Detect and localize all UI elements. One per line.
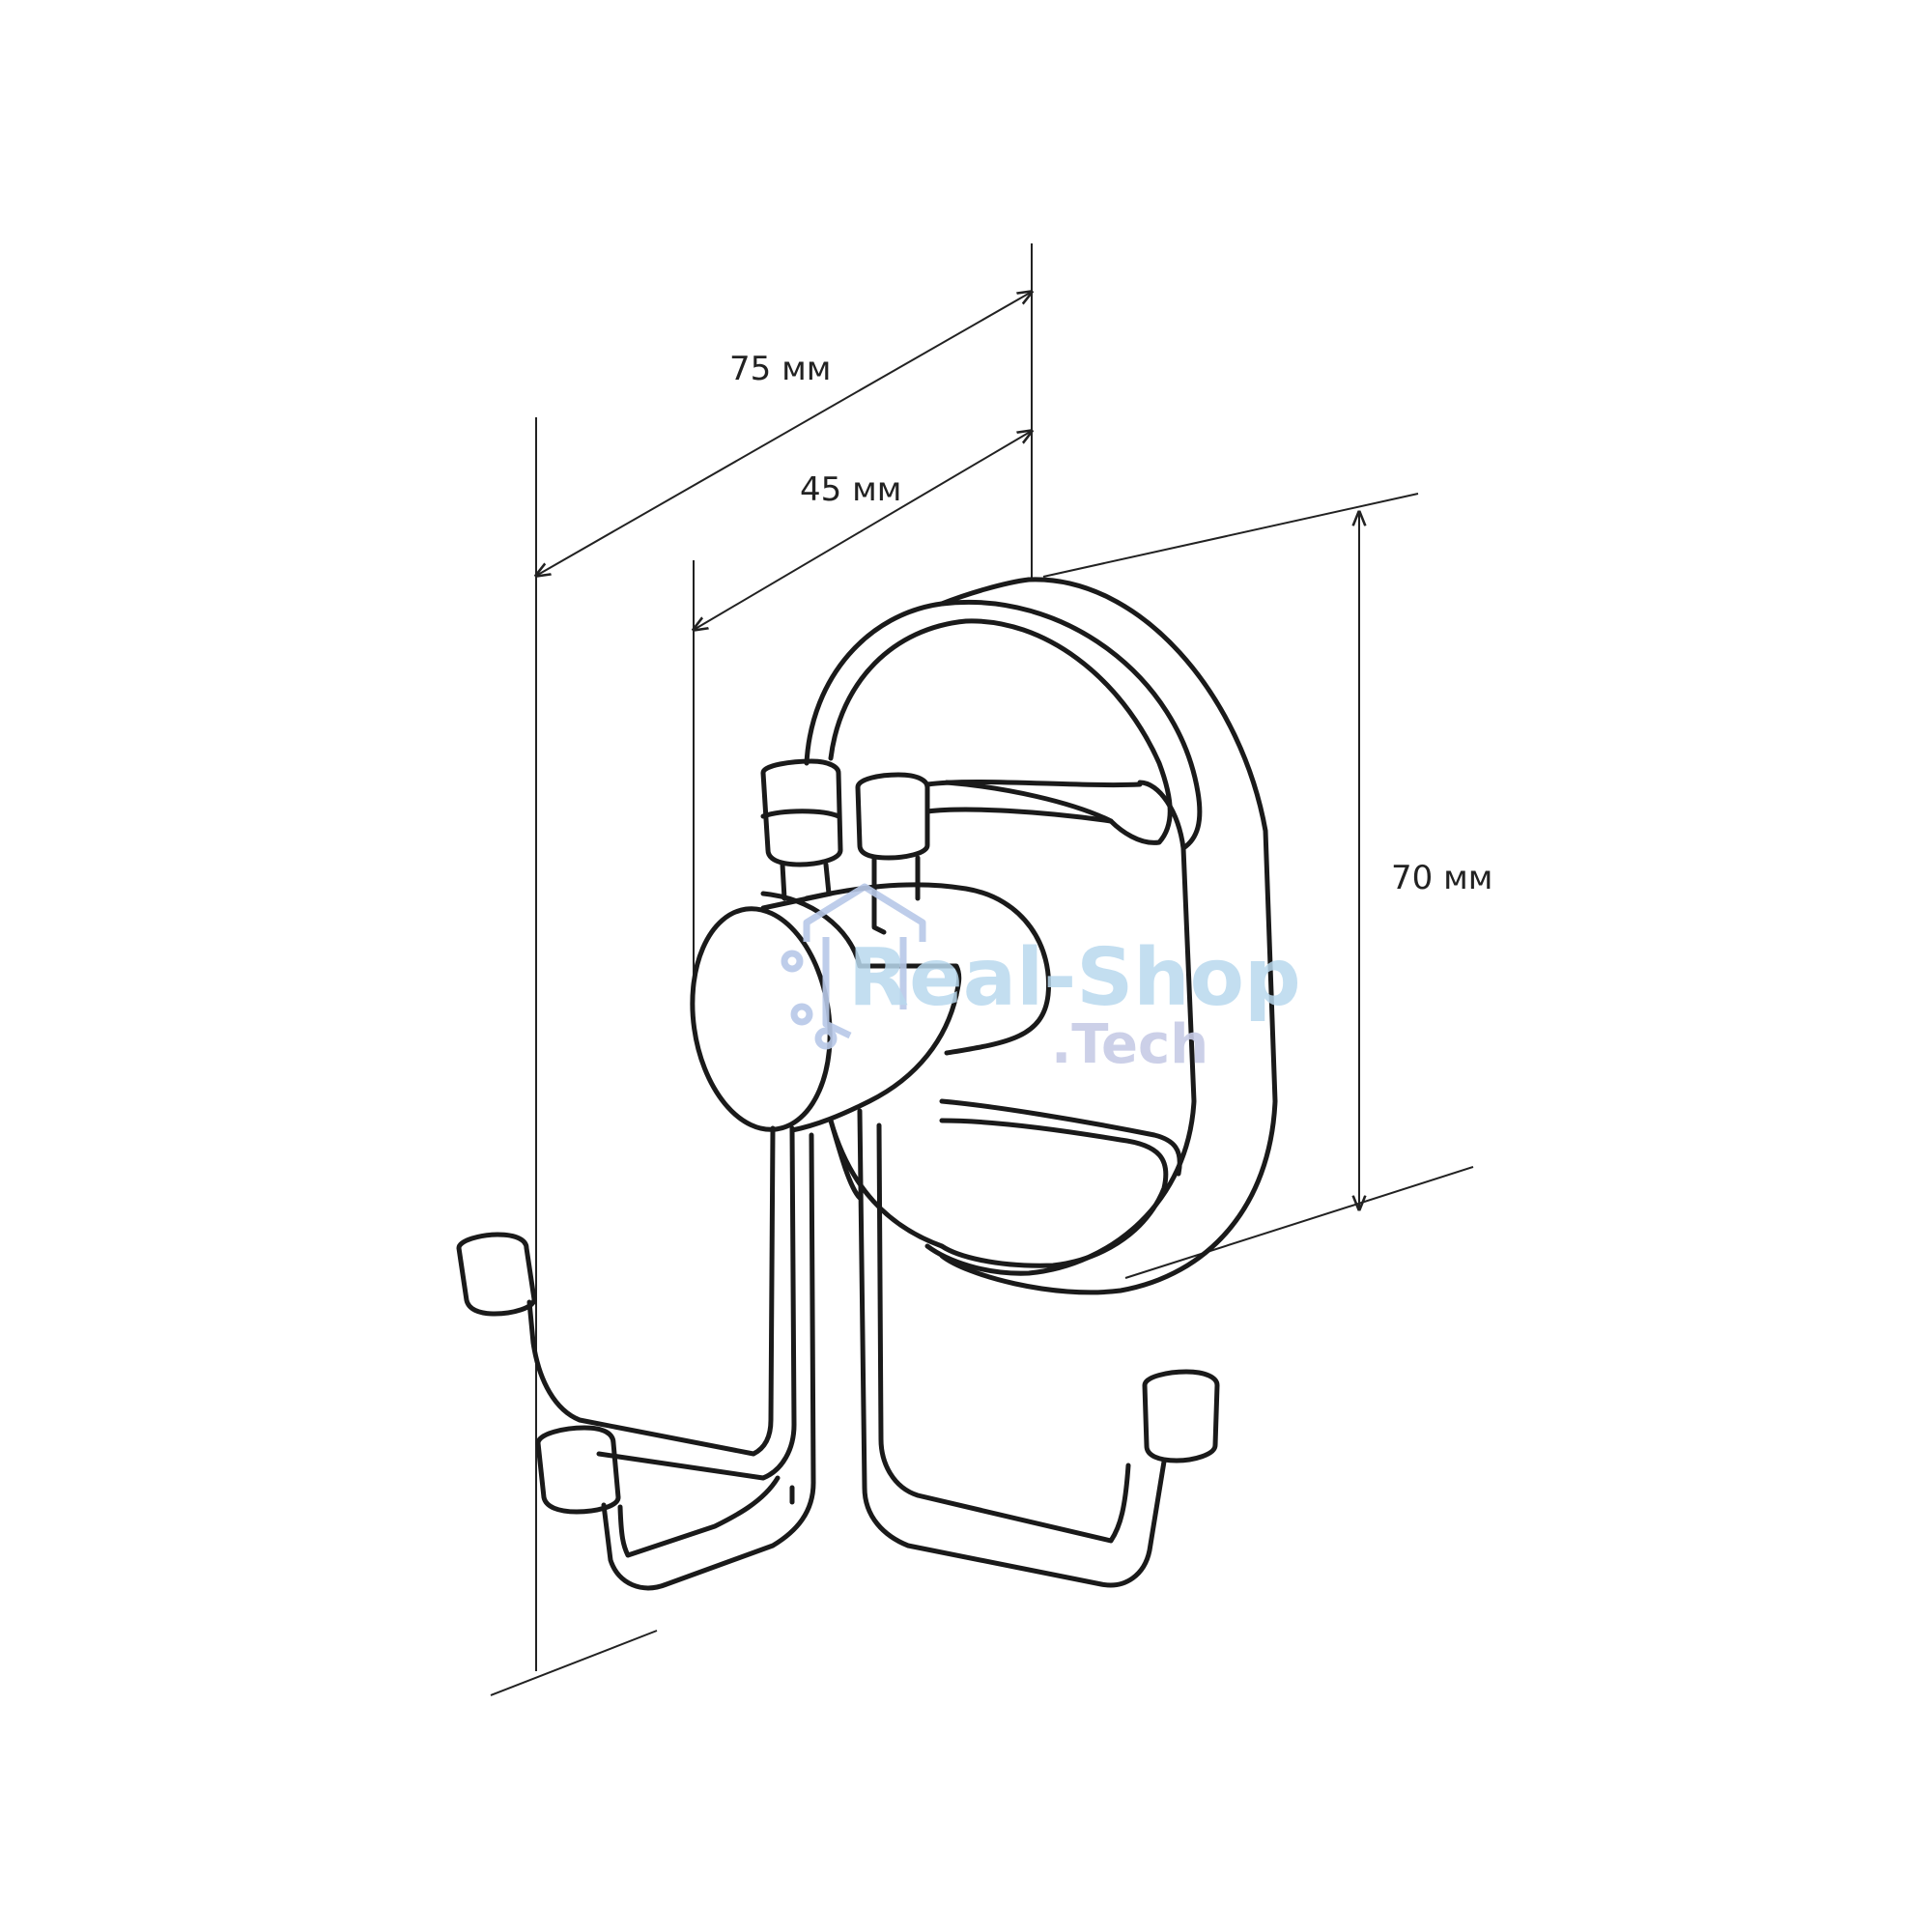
label-45mm: 45 мм: [800, 470, 901, 509]
watermark-house-icon: [781, 883, 926, 1050]
watermark-text: Real-Shop: [848, 932, 1301, 1024]
hook-hub: [690, 882, 1052, 1133]
top-hooks: [760, 758, 1143, 935]
watermark-subtext: .Tech: [1051, 1013, 1208, 1076]
tip-cap-left: [456, 1232, 537, 1317]
dimension-45: [694, 431, 1032, 630]
extension-line-bottom-right: [1124, 1166, 1474, 1279]
watermark: Real-Shop .Tech: [781, 883, 1301, 1076]
label-75mm: 75 мм: [729, 350, 831, 388]
tip-cap-front: [535, 1425, 621, 1515]
dimension-75: [536, 292, 1032, 576]
extension-line-top-right: [1042, 493, 1419, 578]
hub-cap: [690, 906, 833, 1132]
plate-cutout: [804, 601, 1182, 1268]
dimension-lines: [490, 243, 1474, 1696]
lower-hooks: [526, 1108, 1167, 1591]
label-70mm: 70 мм: [1391, 859, 1492, 897]
extension-line-bottom-left: [490, 1630, 658, 1696]
hook-tip-caps: [456, 1232, 1220, 1515]
tip-cap-right: [1142, 1369, 1220, 1463]
